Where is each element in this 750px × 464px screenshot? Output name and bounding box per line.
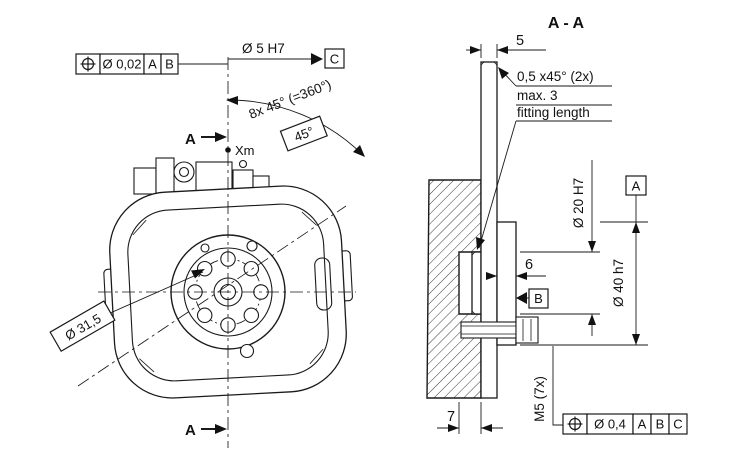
dim-chamfer: 0,5 x45° (2x)	[498, 67, 612, 87]
arc-arrow-icon	[353, 145, 365, 157]
section-cut-top: A	[185, 131, 227, 148]
datum-c-label: C	[330, 52, 339, 67]
pilot-bore-label: Ø 20 H7	[571, 178, 586, 228]
dim-thread: M5 (7x)	[532, 346, 563, 426]
dim-pilot-bore: Ø 20 H7	[520, 160, 600, 336]
leader-arrow-icon	[498, 67, 509, 79]
position-tolerance-symbol-icon	[567, 416, 583, 432]
datum-b: B	[516, 288, 549, 309]
section-label-bottom: A	[185, 422, 196, 439]
position-tolerance-symbol-icon	[80, 56, 96, 72]
dim-arrow-icon	[448, 424, 459, 432]
arc-arrow-icon	[226, 96, 238, 105]
section-cut-bottom: A	[185, 422, 227, 439]
dim-arrow-icon	[516, 272, 527, 280]
datum-a-label: A	[632, 179, 641, 194]
top-components	[133, 157, 270, 195]
datum-b-label: B	[534, 291, 543, 306]
dim-arrow-icon	[497, 46, 508, 54]
thread-label: M5 (7x)	[532, 376, 547, 422]
note-fitting-length: max. 3 fitting length	[476, 88, 612, 250]
xm-label: Xm	[235, 143, 255, 158]
flange	[496, 221, 517, 346]
dim-plate-thickness: 5	[466, 33, 546, 58]
pilot-spigot	[471, 251, 482, 315]
xm-point-marker	[225, 147, 231, 153]
flange-height-label: 6	[525, 257, 533, 273]
fit-length-label: fitting length	[517, 105, 590, 120]
fcf-bottom-datum-a: A	[638, 417, 647, 432]
section-title: A - A	[548, 15, 585, 32]
dim-arrow-icon	[486, 272, 497, 280]
screw-shaft	[460, 321, 517, 339]
fit-max-label: max. 3	[517, 88, 558, 103]
leader-arrow-icon	[476, 237, 485, 250]
section-view: A - A 5	[426, 15, 688, 435]
screw-head	[515, 316, 539, 344]
xm-point: Xm	[225, 143, 255, 158]
centerlines	[77, 57, 356, 448]
part-section	[460, 61, 539, 399]
fcf-bottom-datum-c: C	[673, 417, 682, 432]
dim-center-bore-label: Ø 5 H7	[242, 41, 285, 56]
dim-bore-depth: 7	[437, 402, 503, 434]
leader-arrow-icon	[191, 269, 205, 279]
datum-a: A	[625, 175, 647, 222]
diagonal-centerline	[77, 205, 347, 387]
dim-arrow-icon	[632, 222, 640, 233]
fcf-top-datum-a: A	[148, 57, 157, 72]
dim-spigot-diameter: Ø 40 h7	[520, 221, 648, 346]
fcf-top-tolerance: Ø 0,02	[102, 57, 141, 72]
front-view: Ø 0,02 A B Ø 5 H7 C 8x 45° (=360°) 45°	[49, 41, 365, 448]
angle-dimension-arc	[227, 99, 365, 157]
chamfer-label: 0,5 x45° (2x)	[517, 69, 594, 84]
bore-depth-label: 7	[447, 409, 455, 425]
fcf-bottom-tolerance: Ø 0,4	[594, 417, 626, 432]
section-arrow-icon	[215, 424, 227, 434]
fcf-position-bottom: Ø 0,4 A B C	[562, 413, 688, 435]
section-arrow-icon	[215, 132, 227, 142]
dim-center-bore: Ø 5 H7 C	[228, 41, 345, 69]
dim-arrow-icon	[481, 424, 492, 432]
section-label-top: A	[185, 131, 196, 148]
datum-triangle-icon	[516, 292, 527, 304]
fcf-position-top: Ø 0,02 A B	[75, 53, 228, 75]
fcf-bottom-datum-b: B	[656, 417, 665, 432]
fcf-top-datum-b: B	[165, 57, 174, 72]
dim-arrow-icon	[588, 314, 596, 325]
dim-arrow-icon	[588, 241, 596, 252]
leader-arrow-icon	[311, 53, 323, 65]
dim-flange-height: 6	[486, 257, 546, 280]
basic-angle-label: 45°	[292, 123, 316, 144]
spigot-diameter-label: Ø 40 h7	[611, 259, 626, 307]
dim-arrow-icon	[470, 46, 481, 54]
plate-thickness-label: 5	[516, 33, 524, 49]
adapter-plate	[480, 61, 498, 399]
dim-arrow-icon	[632, 334, 640, 345]
